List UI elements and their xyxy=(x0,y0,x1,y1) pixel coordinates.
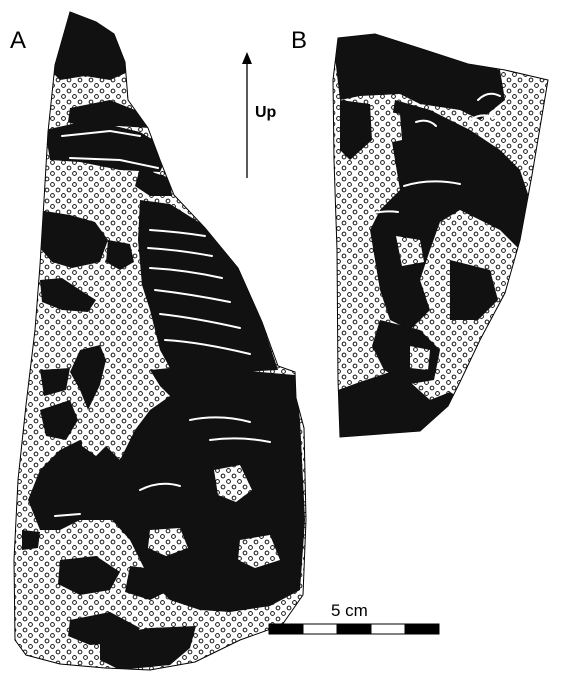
panel-b-label: B xyxy=(291,27,307,54)
scale-bar xyxy=(269,624,439,634)
scale-bar-segment-2 xyxy=(303,624,337,634)
scale-bar-segment-5 xyxy=(405,624,439,634)
up-arrow-icon xyxy=(242,52,252,178)
panel-a-label: A xyxy=(10,27,26,54)
scale-bar-segment-3 xyxy=(337,624,371,634)
scale-bar-segment-4 xyxy=(371,624,405,634)
specimen-b xyxy=(332,32,548,440)
scale-bar-segment-1 xyxy=(269,624,303,634)
up-label: Up xyxy=(255,104,277,121)
scale-bar-label: 5 cm xyxy=(331,601,368,620)
